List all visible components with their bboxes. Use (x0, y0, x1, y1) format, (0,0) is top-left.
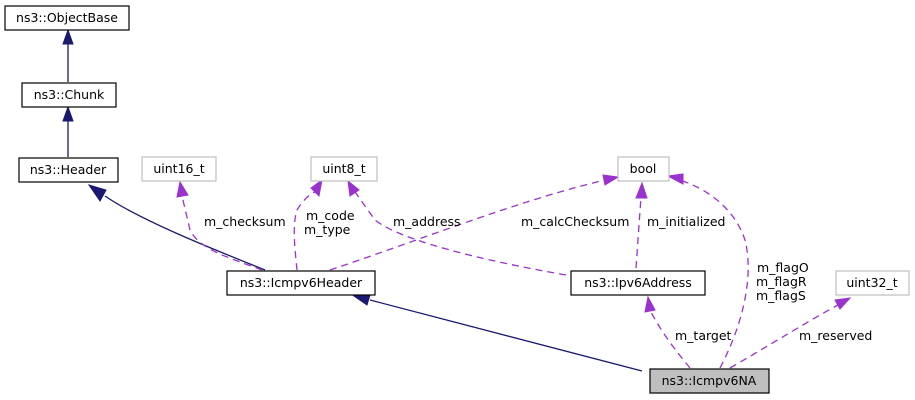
node-label: bool (630, 161, 657, 176)
edge-code-type (293, 191, 316, 271)
edge-checksum (181, 195, 263, 271)
label-address: m_address (393, 214, 461, 229)
arrow-icon (176, 180, 189, 198)
node-chunk[interactable]: ns3::Chunk (21, 82, 117, 108)
node-uint32: uint32_t (835, 270, 910, 296)
label-type: m_type (304, 222, 351, 237)
edge-reserved (729, 304, 839, 369)
arrow-icon (644, 295, 656, 313)
arrow-icon (352, 294, 371, 306)
usage-edges (176, 173, 852, 369)
node-label: ns3::Ipv6Address (584, 275, 692, 290)
arrow-icon (62, 105, 74, 122)
node-icmpv6header[interactable]: ns3::Icmpv6Header (226, 270, 376, 296)
node-label: ns3::Header (30, 162, 107, 177)
edge-icmpv6na-icmpv6header (369, 299, 643, 372)
node-header[interactable]: ns3::Header (18, 157, 119, 183)
inheritance-edges (62, 28, 643, 372)
label-checksum: m_checksum (204, 214, 286, 229)
arrow-icon (347, 179, 360, 197)
arrow-icon (62, 28, 74, 45)
label-flag-o: m_flagO (757, 260, 809, 275)
edge-flags (679, 179, 749, 369)
node-label: uint32_t (846, 275, 897, 290)
label-flag-r: m_flagR (756, 274, 807, 289)
node-label: uint16_t (153, 161, 204, 176)
node-icmpv6na[interactable]: ns3::Icmpv6NA (649, 368, 770, 394)
edge-target (649, 309, 691, 369)
arrow-icon (666, 173, 684, 185)
node-uint8: uint8_t (310, 156, 378, 182)
label-initialized: m_initialized (647, 214, 725, 229)
label-target: m_target (675, 328, 732, 343)
label-flag-s: m_flagS (756, 288, 806, 303)
node-label: ns3::ObjectBase (16, 10, 118, 25)
arrow-icon (602, 174, 620, 186)
node-label: ns3::Icmpv6NA (662, 373, 757, 388)
node-label: uint8_t (322, 161, 365, 176)
node-ipv6address[interactable]: ns3::Ipv6Address (570, 270, 706, 296)
node-objectbase[interactable]: ns3::ObjectBase (4, 5, 130, 31)
arrow-icon (635, 181, 648, 199)
arrow-icon (310, 178, 323, 198)
node-uint16: uint16_t (141, 156, 217, 182)
label-code: m_code (306, 208, 355, 223)
edge-address (354, 191, 567, 276)
edge-labels: m_checksum m_code m_type m_address m_cal… (204, 208, 872, 343)
arrow-icon (834, 297, 852, 310)
edge-initialized (635, 196, 642, 269)
label-calc-checksum: m_calcChecksum (521, 214, 629, 229)
arrow-icon (87, 184, 107, 202)
label-reserved: m_reserved (799, 328, 872, 343)
node-label: ns3::Chunk (34, 87, 105, 102)
node-bool: bool (617, 156, 670, 182)
edge-calc-checksum (329, 179, 606, 271)
node-label: ns3::Icmpv6Header (240, 275, 363, 290)
edge-icmpv6header-header (104, 195, 266, 271)
